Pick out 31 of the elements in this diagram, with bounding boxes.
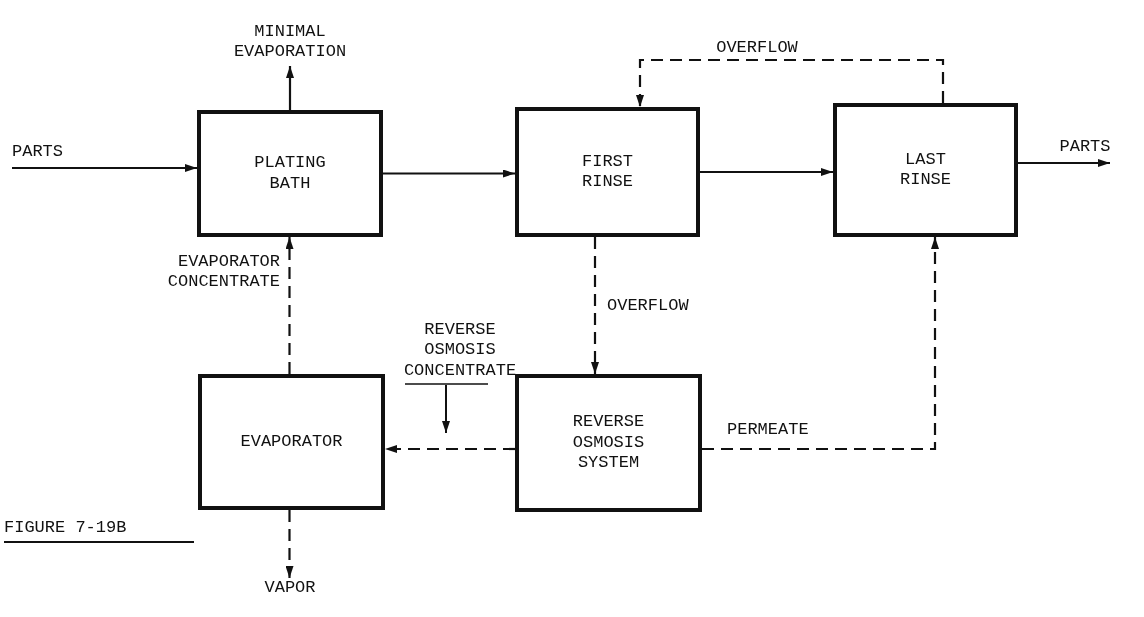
flow-arrow [12, 164, 197, 172]
flow-label: PARTS [1058, 137, 1112, 158]
box-label: FIRST RINSE [581, 151, 634, 193]
process-box [198, 374, 385, 510]
flow-label: PARTS [12, 142, 64, 163]
flow-arrow [1018, 159, 1110, 167]
flow-arrow [383, 169, 515, 178]
figure-caption: FIGURE 7-19B [4, 518, 194, 543]
flow-arrow [700, 168, 833, 176]
process-box [833, 103, 1018, 237]
edge-label: OVERFLOW [607, 296, 690, 317]
process-box [515, 107, 700, 237]
box-label: PLATING BATH [253, 153, 327, 194]
dashed-flow-arrow [285, 237, 294, 374]
flow-label: VAPOR [263, 578, 317, 599]
process-box [197, 110, 383, 237]
box-label: EVAPORATOR [239, 431, 344, 453]
edge-label: EVAPORATOR CONCENTRATE [166, 252, 280, 293]
edge-label: REVERSE OSMOSIS CONCENTRATE [402, 320, 518, 382]
dashed-flow-arrow [385, 445, 515, 453]
edge-label: OVERFLOW [715, 38, 799, 59]
box-label: REVERSE OSMOSIS SYSTEM [571, 412, 646, 474]
flow-label: MINIMAL EVAPORATION [232, 22, 348, 63]
box-label: LAST RINSE [899, 149, 952, 191]
flow-arrow [286, 66, 294, 110]
process-box [515, 374, 702, 512]
dashed-flow-arrow [702, 237, 939, 451]
dashed-flow-arrow [636, 58, 945, 107]
dashed-flow-arrow [285, 510, 294, 578]
edge-label: PERMEATE [727, 420, 810, 441]
dashed-flow-arrow [591, 237, 599, 374]
